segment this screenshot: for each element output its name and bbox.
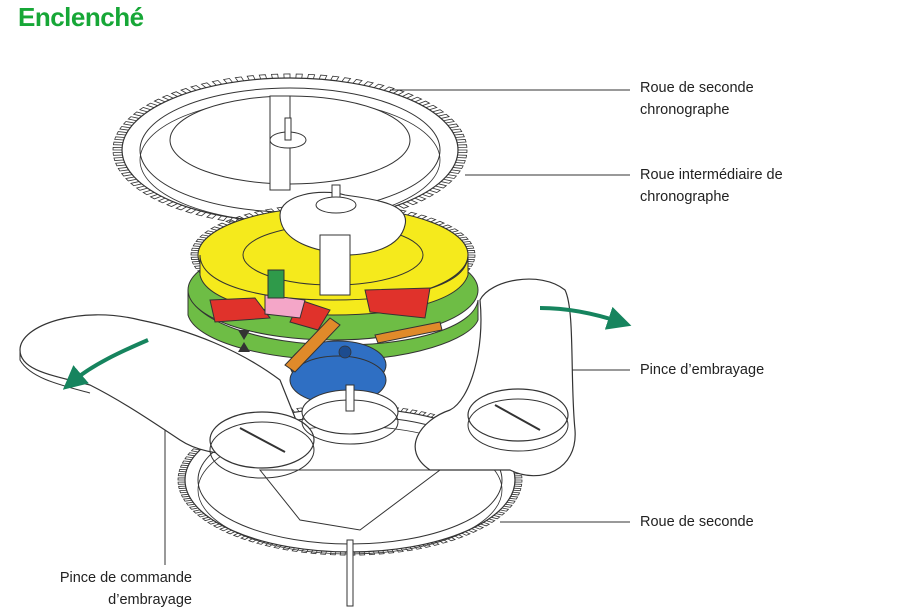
arrow-right-icon (539, 306, 632, 330)
label-line: Roue intermédiaire de (640, 167, 783, 183)
label-pince-commande: Pince de commande d’embrayage (46, 567, 192, 611)
screw-right (467, 388, 569, 452)
small-gear (301, 384, 399, 445)
label-roue-seconde: Roue de seconde (640, 511, 754, 533)
label-roue-intermediaire: Roue intermédiaire de chronographe (640, 164, 783, 208)
roue-intermediaire-assembly (187, 184, 479, 405)
label-pince-embrayage: Pince d’embrayage (640, 359, 764, 381)
hourglass-icon (238, 330, 250, 352)
roue-seconde-chrono-gear (112, 73, 468, 227)
label-line: Roue de seconde (640, 514, 754, 530)
page-title: Enclenché (18, 2, 144, 32)
label-line: Pince d’embrayage (640, 362, 765, 378)
label-line: Roue de seconde (640, 80, 754, 96)
screw-left (209, 411, 315, 479)
label-line: chronographe (640, 102, 730, 118)
label-line: d’embrayage (108, 592, 192, 608)
movement-arrows (62, 306, 632, 390)
label-roue-seconde-chronographe: Roue de seconde chronographe (640, 77, 754, 121)
label-line: chronographe (640, 189, 730, 205)
label-line: Pince de commande (59, 570, 192, 586)
arrow-left-icon (62, 338, 149, 390)
